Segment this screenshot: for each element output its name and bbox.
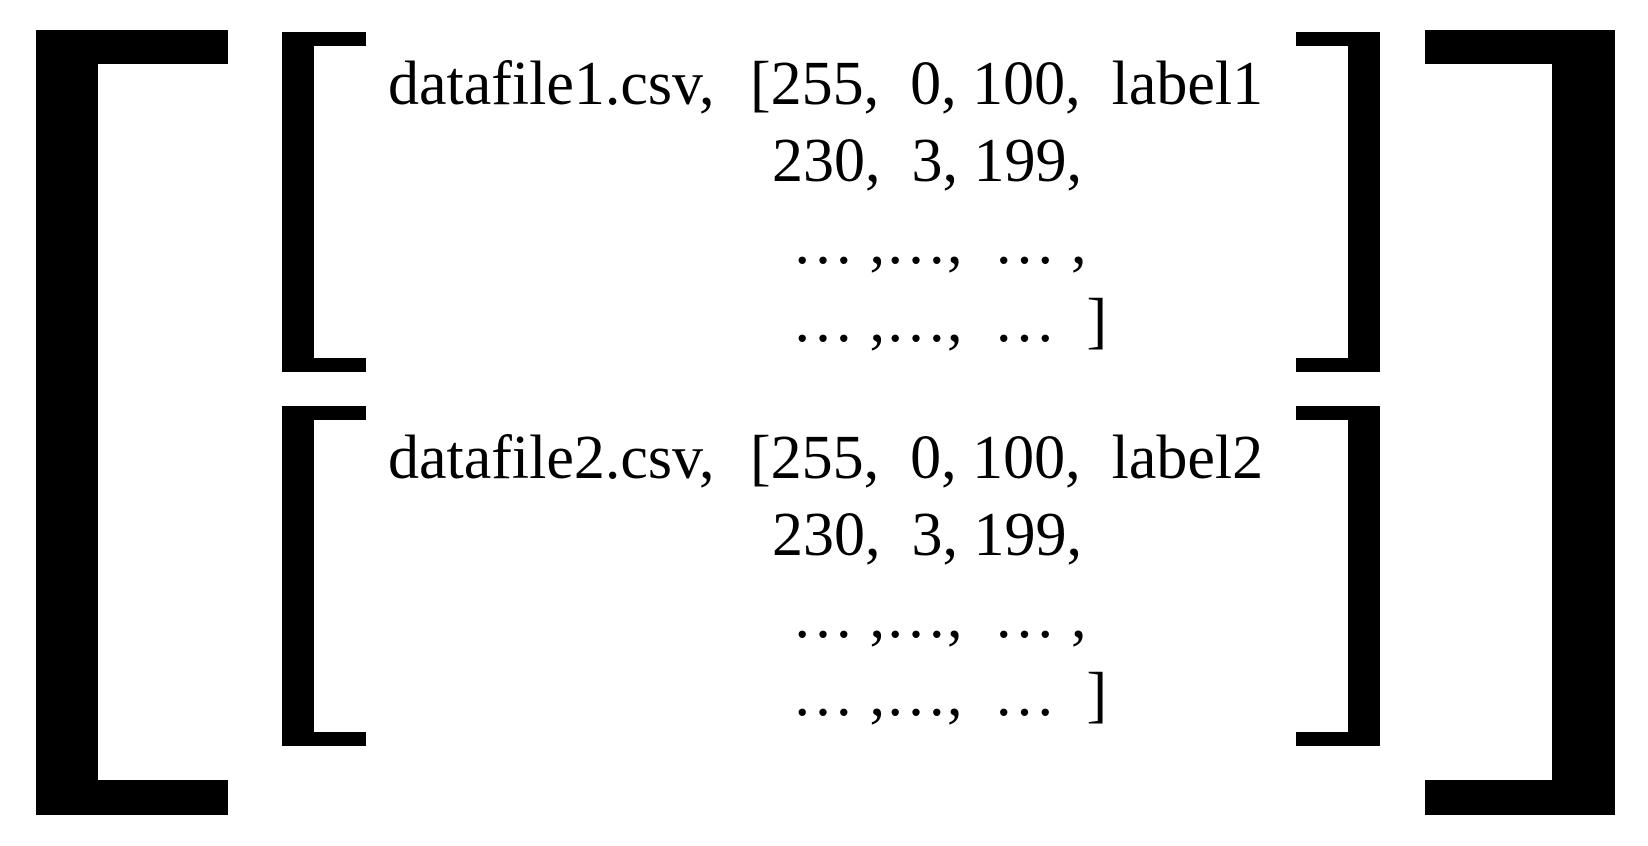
block-1-row-1: [255, 0, 100, label1 — [750, 50, 1264, 118]
block-2-row-1: [255, 0, 100, label2 — [750, 424, 1264, 492]
block-2-row-2: 230, 3, 199, — [772, 501, 1082, 569]
block-1-row-2: 230, 3, 199, — [772, 127, 1082, 195]
block-2-row-3: … ,…, … , — [792, 583, 1087, 651]
block-1-row-4: … ,…, … ] — [792, 287, 1108, 355]
block-1-filename: datafile1.csv, — [388, 50, 715, 118]
block-2-filename: datafile2.csv, — [388, 424, 715, 492]
block-2-row-4: … ,…, … ] — [792, 661, 1108, 729]
block-1-row-3: … ,…, … , — [792, 209, 1087, 277]
